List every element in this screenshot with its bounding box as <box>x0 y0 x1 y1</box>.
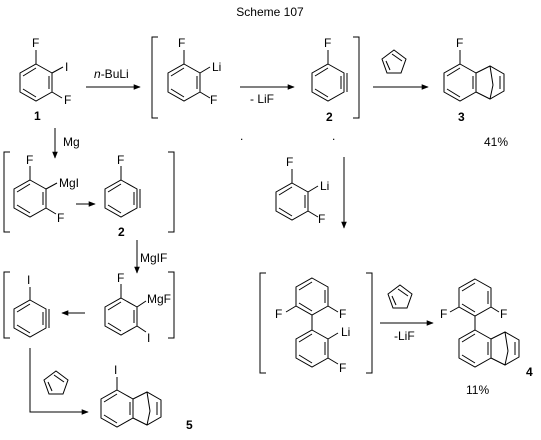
cyclopentadiene-top <box>381 49 407 74</box>
aryl-magnesium-fluoride: F MgF I <box>104 271 171 345</box>
iodobenzyne: I <box>13 273 50 338</box>
compound-label-4: 4 <box>526 365 533 379</box>
aryllithium-intermediate: F Li F <box>275 155 329 226</box>
reagent-mg: Mg <box>63 135 80 149</box>
dot: . <box>240 129 243 143</box>
arrow-to-5 <box>29 348 89 415</box>
bracket-right <box>353 36 360 119</box>
atom-f: F <box>339 361 346 375</box>
atom-f: F <box>318 212 325 226</box>
bracket-left <box>3 151 10 233</box>
atom-f: F <box>440 307 447 321</box>
benzyne-2: F 2 <box>104 153 141 239</box>
bracket-right <box>168 271 175 339</box>
atom-f: F <box>57 211 64 225</box>
compound-label-2: 2 <box>326 110 333 124</box>
yield-3: 41% <box>484 135 508 149</box>
compound-label-1: 1 <box>34 109 41 123</box>
compound-label-2: 2 <box>118 225 125 239</box>
atom-f: F <box>275 307 282 321</box>
reagent-nbuli: n-BuLi <box>94 67 129 81</box>
atom-i: I <box>147 331 150 345</box>
atom-f: F <box>210 93 217 107</box>
benzyne-2: F 2 <box>311 36 348 124</box>
scheme-title: Scheme 107 <box>236 5 304 19</box>
bracket-right <box>366 272 373 374</box>
atom-f: F <box>456 36 463 50</box>
compound-1: F I F 1 <box>19 36 71 123</box>
compound-label-3: 3 <box>458 110 465 124</box>
atom-i: I <box>65 60 68 74</box>
yield-4: 11% <box>466 383 489 397</box>
bracket-left <box>151 36 158 119</box>
atom-f: F <box>500 307 507 321</box>
compound-label-5: 5 <box>186 418 193 432</box>
reagent-mgif: MgIF <box>140 251 167 265</box>
atom-f: F <box>339 307 346 321</box>
atom-mgi: MgI <box>59 176 79 190</box>
atom-li: Li <box>341 325 350 339</box>
reagent-loss-lif: - LiF <box>250 92 274 106</box>
aryl-grignard-intermediate: F MgI F <box>13 153 79 225</box>
aryllithium-intermediate: F Li F <box>167 36 221 107</box>
compound-3: F 3 <box>443 36 505 124</box>
atom-f: F <box>178 36 185 50</box>
atom-i: I <box>114 363 117 377</box>
biaryl-lithium-intermediate: F F Li F <box>275 277 350 375</box>
atom-mgf: MgF <box>147 292 171 306</box>
atom-f: F <box>64 93 71 107</box>
atom-f: F <box>26 153 33 167</box>
atom-f: F <box>117 153 124 167</box>
atom-f: F <box>286 155 293 169</box>
reagent-loss-lif: -LiF <box>394 329 415 343</box>
atom-f: F <box>324 36 331 50</box>
atom-f: F <box>32 36 39 50</box>
dot: . <box>332 129 335 143</box>
atom-li: Li <box>212 60 221 74</box>
compound-4: F F 4 <box>440 278 533 379</box>
cyclopentadiene-bottom <box>43 370 69 395</box>
bracket-left <box>3 271 10 339</box>
cyclopentadiene-right <box>387 284 413 309</box>
bracket-left <box>259 272 266 374</box>
bracket-right <box>168 151 175 233</box>
atom-i: I <box>27 273 30 287</box>
atom-f: F <box>117 271 124 285</box>
compound-5: I 5 <box>100 363 193 432</box>
atom-li: Li <box>320 179 329 193</box>
